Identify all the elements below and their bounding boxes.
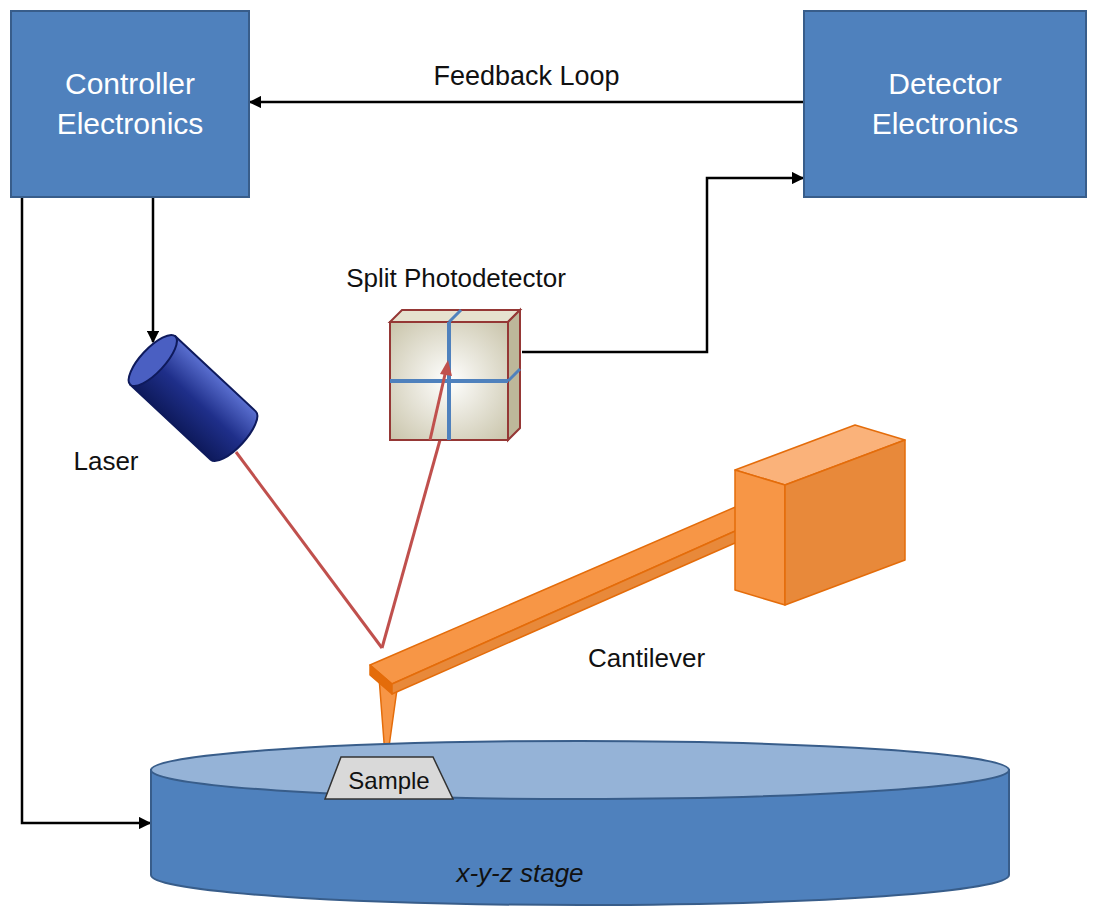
- reflected-beam: [382, 440, 440, 648]
- laser-beam: [236, 440, 440, 648]
- controller-box: Controller Electronics: [10, 10, 250, 198]
- edge-label: Feedback Loop: [430, 61, 622, 92]
- laser-body: [121, 328, 264, 468]
- cantilever: [370, 425, 905, 768]
- sample-outline: [325, 757, 453, 799]
- cantilever-beam: [370, 505, 760, 684]
- chip-side: [785, 440, 905, 605]
- photodetector-shape: [390, 300, 522, 442]
- node-label: Split Photodetector: [346, 263, 566, 294]
- detector-box: Detector Electronics: [803, 10, 1087, 198]
- sample: Sample: [323, 755, 455, 801]
- detector-side: [508, 310, 520, 440]
- xyz-stage: x-y-z stage Sample: [150, 740, 1010, 906]
- laser-shape: [118, 330, 273, 465]
- quadrant-divider: [449, 310, 461, 322]
- quadrant-divider: [508, 369, 520, 381]
- box-text: Detector Electronics: [813, 64, 1077, 145]
- node-label: Laser: [73, 446, 138, 477]
- cantilever-end: [370, 665, 392, 694]
- connector-arrow: [152, 198, 155, 342]
- reflected-beam: [430, 370, 446, 440]
- cantilever-side: [392, 520, 760, 694]
- laser: Laser: [118, 330, 273, 465]
- detector-face: [390, 322, 508, 440]
- photodetector: Split Photodetector: [390, 300, 522, 442]
- connector-arrow: [22, 198, 150, 823]
- cantilever-label: Cantilever: [588, 643, 705, 674]
- quadrant-divider: [390, 379, 508, 383]
- detector-top: [390, 310, 520, 322]
- incident-beam: [236, 452, 382, 648]
- box-text: Controller Electronics: [20, 64, 240, 145]
- chip-front: [735, 470, 785, 605]
- connector-arrow: [250, 101, 803, 104]
- beam-arrowhead: [440, 360, 452, 376]
- node-label: x-y-z stage: [456, 858, 583, 889]
- node-label: Sample: [348, 767, 429, 795]
- stage-top: [151, 741, 1009, 799]
- laser-cap: [121, 328, 184, 393]
